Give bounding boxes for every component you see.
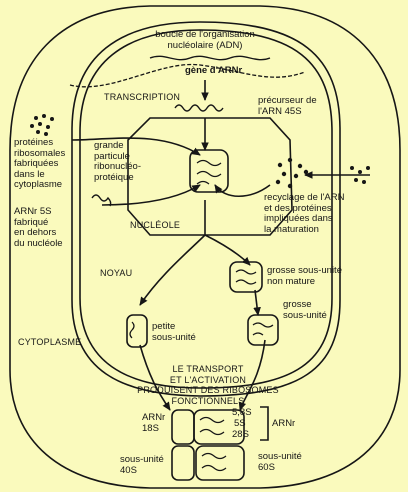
s58-label: 5,8S	[232, 407, 252, 418]
small-subunit-label: petite sous-unité	[152, 321, 196, 343]
large-particle-shape	[189, 149, 229, 193]
arrow-split-left	[139, 200, 206, 306]
ribosome-large-part	[193, 409, 245, 445]
s28-label: 28S	[232, 429, 249, 440]
immature-large-label: grosse sous-unité non mature	[267, 265, 342, 287]
nuclear-envelope-inner	[79, 29, 333, 389]
large-particle-label: grande particule ribonucléo- protéique	[94, 140, 141, 183]
rrna-right-label: ARNr	[272, 418, 296, 429]
incoming-dots-right	[350, 166, 370, 184]
arrow-large-out	[238, 339, 266, 411]
small-subunit-shape	[126, 314, 148, 348]
arrow-recycling-up	[214, 184, 271, 197]
arrow-proteins-in	[71, 137, 201, 156]
recycling-dots	[275, 157, 309, 189]
subunit-40s-shape	[171, 445, 195, 481]
arrow-split-right	[204, 234, 251, 266]
subunit-60s-shape	[195, 445, 245, 481]
precursor-label: précurseur de l'ARN 45S	[258, 95, 317, 117]
rrna-bracket	[260, 406, 269, 441]
rrna-5s-label: ARNr 5S fabriqué en dehors du nucléole	[14, 206, 63, 249]
arrow-mature-large	[253, 289, 261, 316]
transport-label: LE TRANSPORT ET L'ACTIVATION PRODUISENT …	[137, 364, 279, 406]
precursor-transcript	[174, 104, 224, 112]
rdna-loop-label: boucle de l'organisation nucléolaire (AD…	[155, 29, 255, 51]
rrna-gene-label: gène d'ARNr	[185, 65, 243, 76]
rrna-5s-squiggle	[91, 194, 112, 207]
ribosomal-proteins-label: protéines ribosomales fabriquées dans le…	[14, 137, 66, 190]
rrna-18s-label: ARNr 18S	[142, 412, 166, 434]
nucleolus-boundary	[127, 117, 293, 236]
rrna-gene-line	[149, 55, 271, 61]
s5-label: 5S	[234, 418, 246, 429]
nuclear-envelope-outer	[71, 21, 341, 397]
arrow-small-out	[139, 344, 171, 411]
subunit-40s-label: sous-unité 40S	[120, 454, 164, 476]
transcription-label: TRANSCRIPTION	[104, 92, 181, 102]
immature-large-shape	[229, 261, 263, 293]
cytoplasm-label: CYTOPLASME	[18, 337, 82, 347]
subunit-60s-label: sous-unité 60S	[258, 451, 302, 473]
cell-membrane	[9, 5, 401, 489]
ribosome-small-part	[171, 409, 195, 445]
rdna-loop	[69, 63, 306, 88]
nucleolus-label: NUCLÉOLE	[130, 220, 181, 230]
large-subunit-label: grosse sous-unité	[283, 299, 327, 321]
large-subunit-shape	[247, 314, 279, 346]
protein-dots-left	[30, 114, 54, 136]
recycling-label: recyclage de l'ARN et des protéines impl…	[264, 192, 345, 235]
nucleus-label: NOYAU	[100, 268, 133, 278]
arrow-5s-in	[101, 184, 201, 206]
